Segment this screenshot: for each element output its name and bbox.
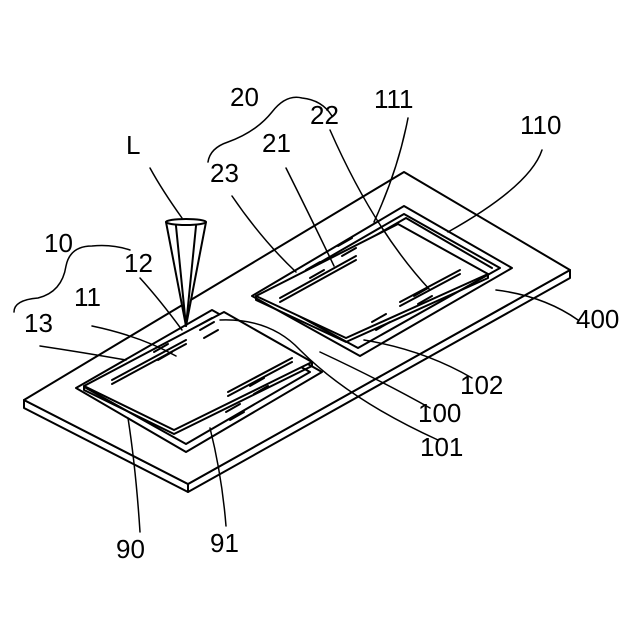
label-12: 12 bbox=[124, 248, 153, 278]
label-91: 91 bbox=[210, 528, 239, 558]
label-10: 10 bbox=[44, 228, 73, 258]
label-l: L bbox=[126, 130, 140, 160]
label-110: 110 bbox=[520, 110, 561, 140]
label-23: 23 bbox=[210, 158, 239, 188]
label-21: 21 bbox=[262, 128, 291, 158]
substrate-400 bbox=[24, 172, 570, 492]
label-13: 13 bbox=[24, 308, 53, 338]
label-11: 11 bbox=[74, 282, 101, 312]
label-101: 101 bbox=[420, 432, 463, 462]
label-400: 400 bbox=[576, 304, 619, 334]
label-20: 20 bbox=[230, 82, 259, 112]
label-111: 111 bbox=[374, 84, 414, 114]
label-100: 100 bbox=[418, 398, 461, 428]
label-22: 22 bbox=[310, 100, 339, 130]
label-102: 102 bbox=[460, 370, 503, 400]
label-90: 90 bbox=[116, 534, 145, 564]
